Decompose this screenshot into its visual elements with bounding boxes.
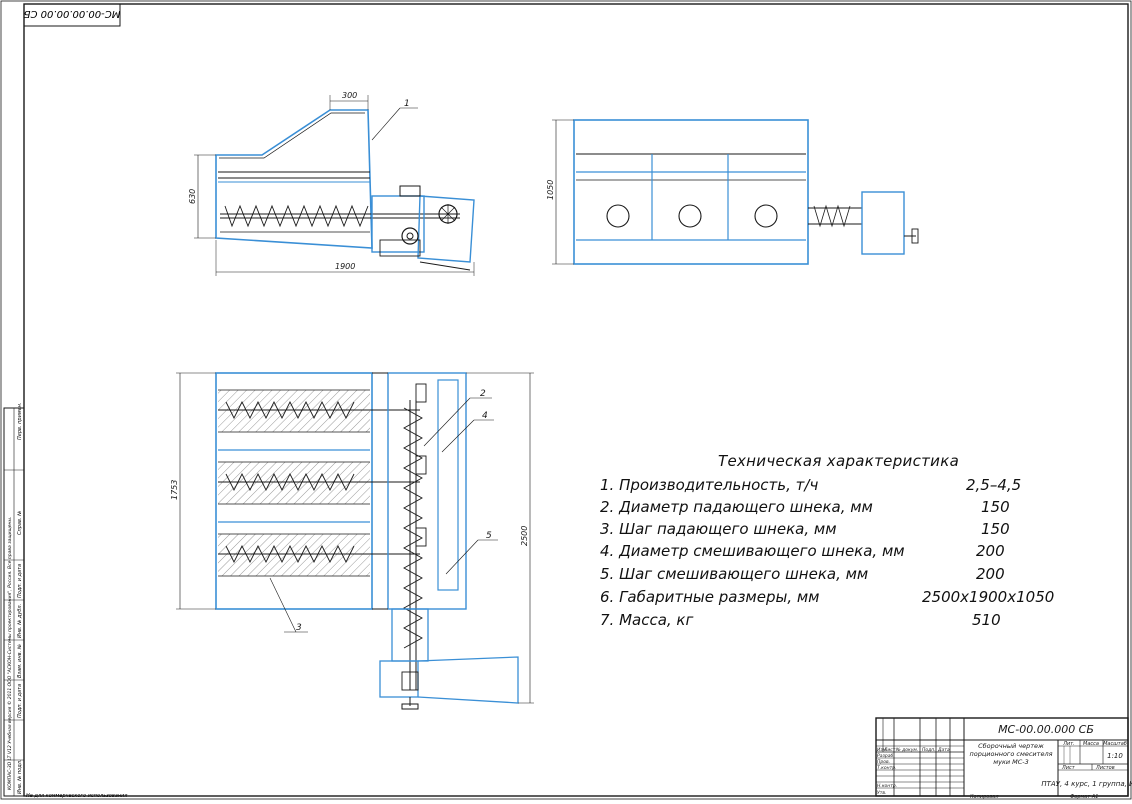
inner-border (23, 3, 1129, 797)
strip-label-2: Справ. № (17, 511, 23, 535)
bottom-note: Не для коммерческого использования (26, 793, 127, 799)
tb-scale-label: Масштаб (1103, 741, 1127, 747)
top-stamp-text: МС-00.00.00.00 СБ (24, 8, 121, 19)
tech-row: 6. Габаритные размеры, мм 2500х1900х1050 (600, 588, 1070, 610)
tb-sheet: Лист (1061, 765, 1076, 771)
tb-designation: МС-00.00.000 СБ (998, 723, 1094, 736)
tech-row: 7. Масса, кг 510 (600, 611, 1070, 633)
tb-org: ПТАУ, 4 курс, 1 группа, ИТФ (1041, 780, 1132, 788)
title-block: МС-00.00.000 СБ Сборочный чертеж порцион… (875, 717, 1132, 797)
dim-1900: 1900 (335, 262, 355, 271)
strip-label-4: Инв. № дубл. (17, 604, 23, 638)
tech-row-value: 150 (981, 520, 1010, 538)
tb-col-sign: Подп. (922, 747, 936, 753)
tb-name: Сборочный чертеж порционного смесителя м… (969, 742, 1053, 766)
front-view: 1050 (546, 119, 919, 265)
tech-row: 3. Шаг падающего шнека, мм 150 (600, 520, 1070, 542)
tb-mass: Масса (1083, 741, 1099, 747)
tech-row-value: 2,5–4,5 (966, 476, 1022, 494)
tech-row: 1. Производительность, т/ч 2,5–4,5 (600, 476, 1070, 498)
tb-scale: 1:10 (1107, 752, 1123, 760)
dim-1753: 1753 (170, 480, 179, 500)
strip-label-5: Взам. инв. № (17, 644, 23, 678)
tech-title: Техническая характеристика (718, 452, 960, 470)
tech-row-label: 3. Шаг падающего шнека, мм (600, 520, 837, 538)
leader-3-label: 3 (296, 623, 302, 633)
copied-label: Копировал (970, 794, 999, 800)
tech-row-value: 2500х1900х1050 (922, 588, 1055, 606)
dim-2500: 2500 (520, 526, 529, 546)
tb-role-4: Н.контр. (877, 783, 897, 789)
tb-col-izm: Изм. (877, 747, 888, 753)
side-view: 1 300 630 1900 (188, 91, 475, 276)
tech-row-label: 1. Производительность, т/ч (600, 476, 819, 494)
tb-sheets: Листов (1095, 765, 1115, 771)
tech-row: 2. Диаметр падающего шнека, мм 150 (600, 498, 1070, 520)
strip-label-7: Инв. № подл. (17, 760, 23, 795)
strip-copyright: КОМПАС-3D LT V12 Учебная версия © 2011 О… (6, 517, 13, 790)
leader-5-label: 5 (486, 531, 492, 541)
strip-label-6: Подп. и дата (17, 684, 23, 718)
tb-col-doc: № докум. (895, 747, 918, 753)
leader-1-label: 1 (404, 99, 410, 109)
tb-role-2: Пров. (877, 759, 890, 765)
tb-lit: Лит. (1062, 741, 1075, 747)
tb-role-1: Разраб. (877, 753, 895, 759)
left-strip: Перв. примен. Справ. № Подп. и дата Инв.… (3, 402, 25, 797)
tech-row-value: 150 (981, 498, 1010, 516)
tech-row-label: 4. Диаметр смешивающего шнека, мм (600, 542, 905, 560)
plan-view: 2 4 5 3 1753 2500 (170, 372, 534, 710)
tb-col-list: Лист (883, 747, 896, 753)
tech-row-value: 510 (972, 611, 1001, 629)
strip-label-1: Перв. примен. (17, 402, 23, 440)
leader-2-label: 2 (480, 389, 486, 399)
tech-row-label: 7. Масса, кг (600, 611, 694, 629)
dim-1050: 1050 (546, 180, 555, 200)
dim-630: 630 (188, 189, 197, 204)
tech-row: 4. Диаметр смешивающего шнека, мм 200 (600, 542, 1070, 564)
tech-row-label: 6. Габаритные размеры, мм (600, 588, 820, 606)
strip-label-3: Подп. и дата (17, 564, 23, 598)
tb-col-date: Дата (937, 747, 950, 753)
tech-row-value: 200 (976, 565, 1005, 583)
tech-row-label: 2. Диаметр падающего шнека, мм (600, 498, 873, 516)
top-stamp-box (23, 3, 121, 27)
tb-role-5: Утв. (877, 790, 886, 796)
tech-row-value: 200 (976, 542, 1005, 560)
tech-row-label: 5. Шаг смешивающего шнека, мм (600, 565, 869, 583)
dim-300: 300 (342, 91, 357, 100)
tb-role-3: Т.контр. (877, 765, 897, 771)
tech-row: 5. Шаг смешивающего шнека, мм 200 (600, 565, 1070, 587)
leader-4-label: 4 (482, 411, 488, 421)
format-label: Формат A1 (1070, 794, 1098, 800)
